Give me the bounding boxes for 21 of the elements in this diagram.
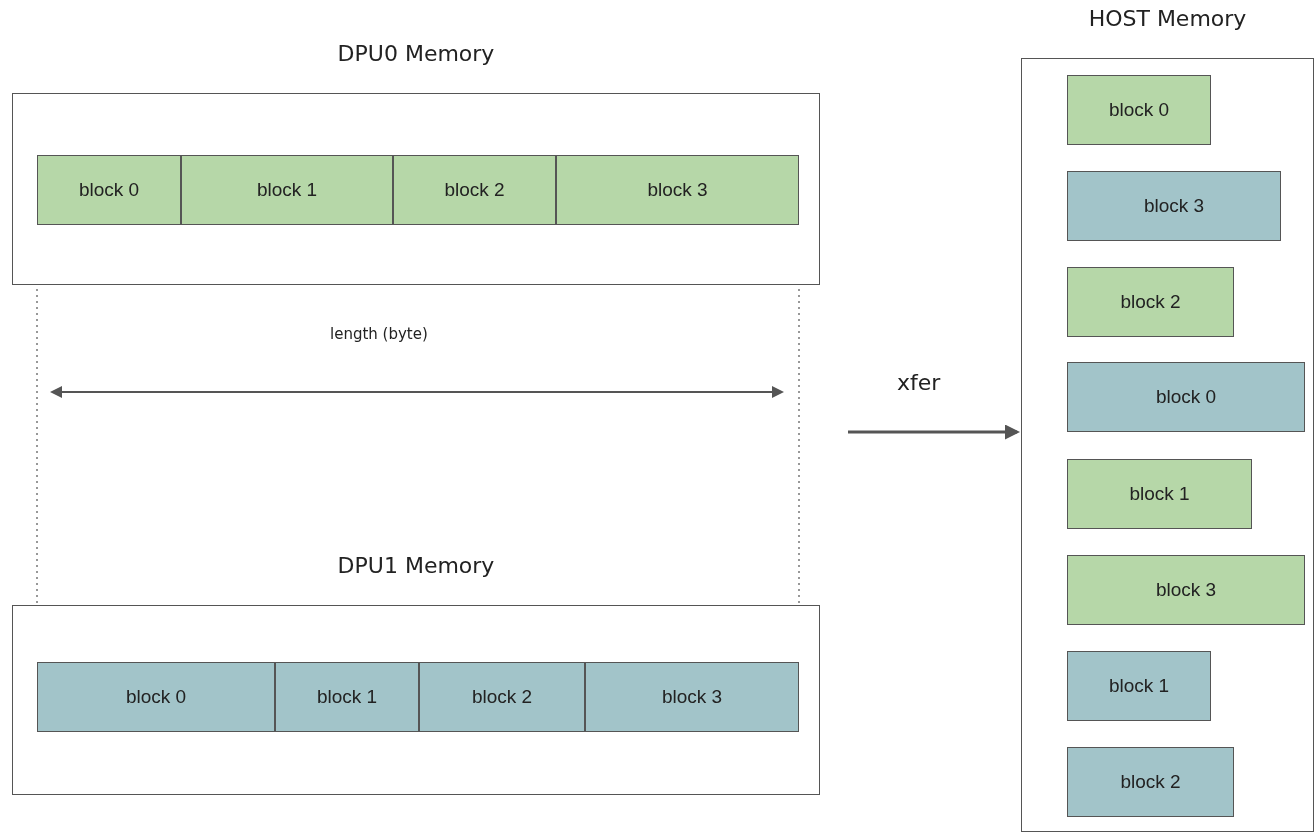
panel-heading: HOST Memory <box>1087 6 1248 31</box>
panel-heading: DPU0 Memory <box>336 41 496 66</box>
dimension-label: length (byte) <box>330 325 428 343</box>
memory-block: block 2 <box>1067 267 1234 337</box>
memory-block: block 2 <box>1067 747 1234 817</box>
memory-block: block 1 <box>275 662 419 732</box>
memory-block: block 0 <box>1067 75 1211 145</box>
memory-block: block 3 <box>556 155 799 225</box>
memory-block: block 0 <box>1067 362 1305 432</box>
arrow <box>848 424 1020 440</box>
memory-block: block 2 <box>419 662 585 732</box>
memory-block: block 1 <box>181 155 393 225</box>
memory-block: block 3 <box>1067 555 1305 625</box>
memory-block: block 1 <box>1067 459 1252 529</box>
memory-block: block 3 <box>1067 171 1281 241</box>
memory-block: block 1 <box>1067 651 1211 721</box>
memory-block: block 0 <box>37 662 275 732</box>
memory-block: block 2 <box>393 155 556 225</box>
memory-block: block 3 <box>585 662 799 732</box>
memory-block: block 0 <box>37 155 181 225</box>
panel-heading: DPU1 Memory <box>336 553 496 578</box>
